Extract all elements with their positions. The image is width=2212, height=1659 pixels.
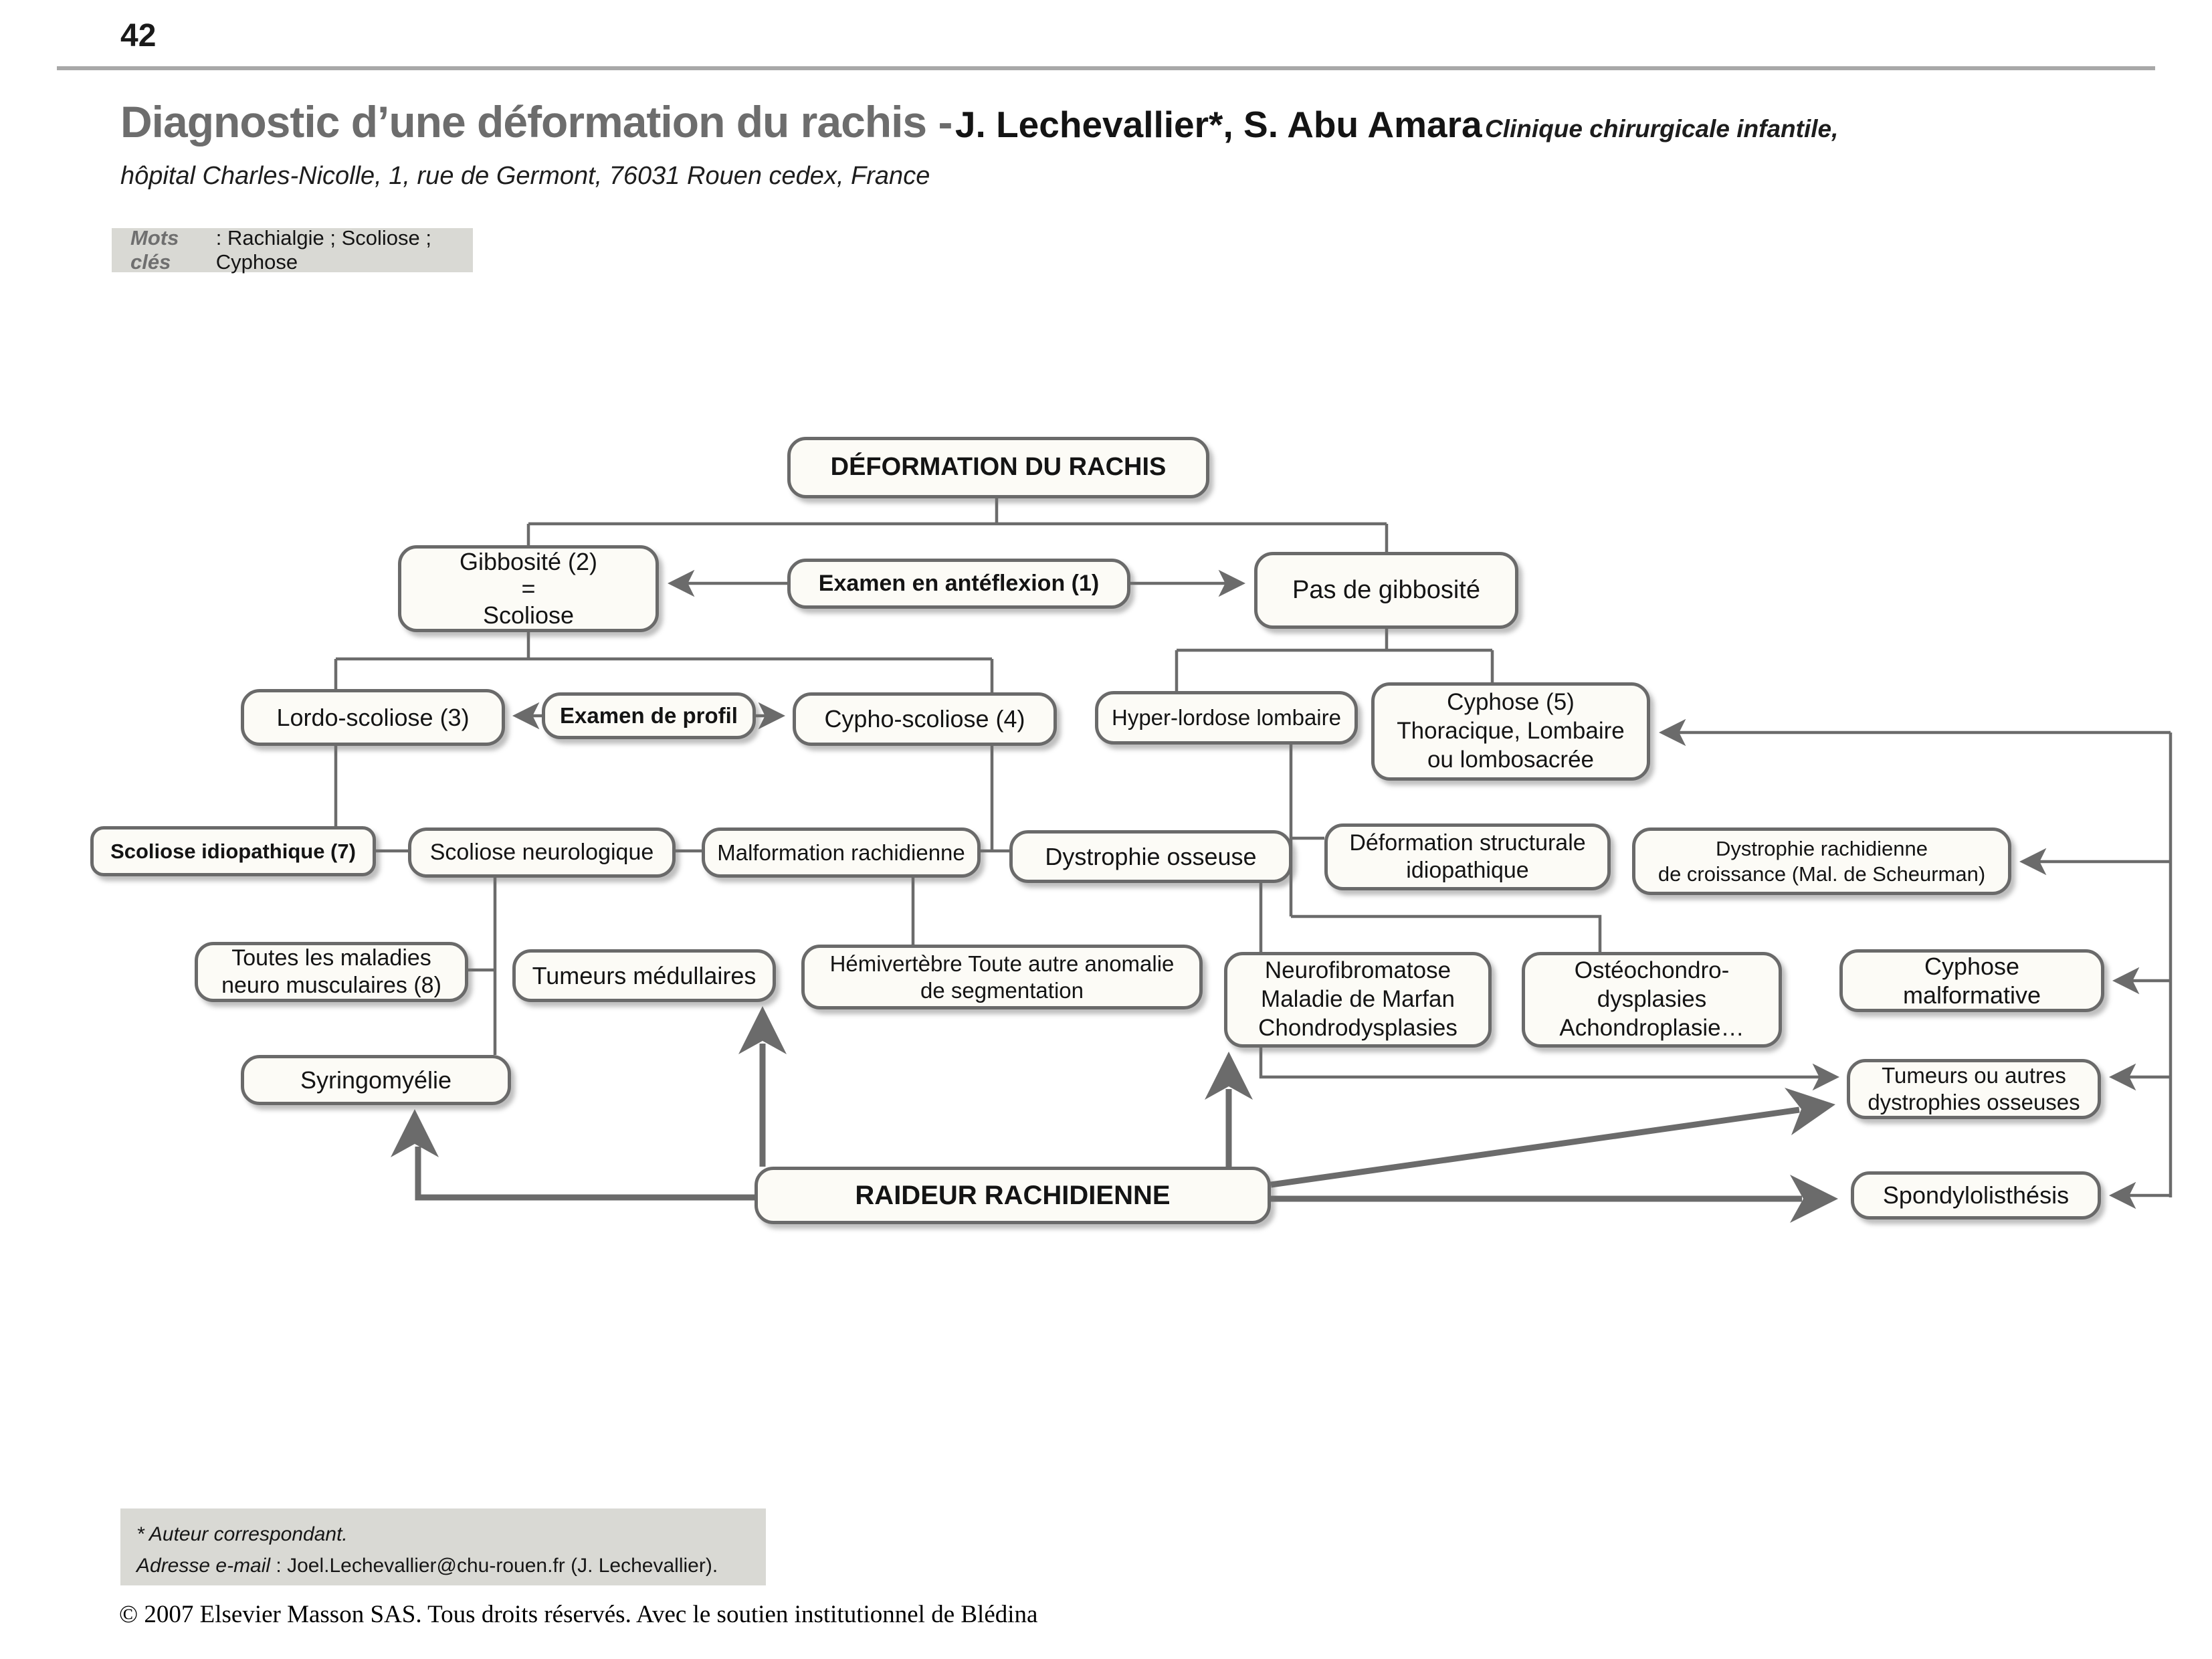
- node-text: Ostéochondro-: [1574, 957, 1730, 984]
- node-text: Lordo-scoliose (3): [276, 703, 470, 731]
- node-text: neuro musculaires (8): [221, 973, 441, 998]
- node-text: Déformation structurale: [1349, 830, 1586, 856]
- node-scoliose-neurologique: Scoliose neurologique: [408, 827, 676, 878]
- node-gibbosite-scoliose: Gibbosité (2) = Scoliose: [398, 545, 659, 632]
- article-affiliation-line2: hôpital Charles-Nicolle, 1, rue de Germo…: [120, 162, 930, 190]
- node-text: Chondrodysplasies: [1258, 1014, 1457, 1041]
- node-text: malformative: [1902, 981, 2041, 1009]
- node-text: Cyphose (5): [1447, 689, 1575, 716]
- node-text: dysplasies: [1597, 986, 1707, 1013]
- node-text: dystrophies osseuses: [1868, 1090, 2080, 1114]
- node-text: Neurofibromatose: [1264, 957, 1451, 984]
- node-malformation-rachidienne: Malformation rachidienne: [702, 827, 981, 878]
- node-text: Cyphose: [1924, 952, 2020, 980]
- node-text: Scoliose neurologique: [429, 840, 654, 866]
- keywords-label: Mots clés: [130, 226, 179, 274]
- node-text: Scoliose idiopathique (7): [110, 839, 356, 863]
- node-text: Thoracique, Lombaire: [1397, 718, 1625, 745]
- article-affiliation-inline: Clinique chirurgicale infantile,: [1485, 115, 1839, 142]
- node-raideur-rachidienne: RAIDEUR RACHIDIENNE: [755, 1167, 1271, 1224]
- node-tumeurs-medullaires: Tumeurs médullaires: [512, 949, 776, 1002]
- node-syringomyelie: Syringomyélie: [241, 1055, 511, 1105]
- node-text: Dystrophie osseuse: [1045, 842, 1257, 870]
- article-title-main: Diagnostic d’une déformation du rachis -: [120, 97, 952, 147]
- page-number: 42: [120, 18, 157, 54]
- node-hemivertebre-anomalie-segmentation: Hémivertèbre Toute autre anomalie de seg…: [801, 945, 1203, 1009]
- node-examen-anteflexion: Examen en antéflexion (1): [787, 559, 1130, 609]
- node-text: ou lombosacrée: [1427, 746, 1595, 773]
- node-text: Dystrophie rachidienne: [1715, 837, 1928, 861]
- article-authors: J. Lechevallier*, S. Abu Amara: [954, 104, 1482, 145]
- node-text: DÉFORMATION DU RACHIS: [830, 453, 1167, 482]
- node-text: =: [521, 574, 536, 602]
- node-text: Tumeurs médullaires: [532, 961, 757, 989]
- node-text: RAIDEUR RACHIDIENNE: [855, 1181, 1171, 1210]
- node-text: Examen en antéflexion (1): [818, 571, 1100, 597]
- node-spondylolisthesis: Spondylolisthésis: [1851, 1171, 2101, 1219]
- arrowhead: [1790, 1175, 1838, 1223]
- node-text: Spondylolisthésis: [1882, 1181, 2070, 1209]
- keywords-value: : Rachialgie ; Scoliose ; Cyphose: [215, 226, 431, 274]
- node-text: Tumeurs ou autres: [1882, 1063, 2066, 1088]
- node-hyper-lordose-lombaire: Hyper-lordose lombaire: [1095, 691, 1358, 745]
- arrowhead: [738, 1006, 787, 1054]
- node-text: Cypho-scoliose (4): [824, 705, 1025, 733]
- thick-lines: [415, 1044, 1802, 1202]
- footnote-line2: Adresse e-mail : Joel.Lechevallier@chu-r…: [136, 1551, 766, 1582]
- arrowheads: [391, 1006, 1838, 1223]
- email-label: Adresse e-mail: [136, 1554, 271, 1577]
- node-neurofibromatose-marfan-chondrodysplasies: Neurofibromatose Maladie de Marfan Chond…: [1224, 952, 1492, 1048]
- node-maladies-neuromusculaires: Toutes les maladies neuro musculaires (8…: [195, 942, 468, 1002]
- node-text: idiopathique: [1406, 858, 1529, 883]
- node-deformation-du-rachis: DÉFORMATION DU RACHIS: [787, 437, 1209, 498]
- node-lordo-scoliose: Lordo-scoliose (3): [241, 689, 505, 746]
- correspondent-footnote: * Auteur correspondant. Adresse e-mail :…: [120, 1508, 766, 1585]
- header-rule: [57, 66, 2155, 70]
- footnote-line1: * Auteur correspondant.: [136, 1523, 348, 1545]
- arrowhead: [1785, 1088, 1835, 1135]
- node-cyphose-5: Cyphose (5) Thoracique, Lombaire ou lomb…: [1371, 682, 1650, 781]
- node-cyphose-malformative: Cyphose malformative: [1839, 949, 2104, 1012]
- node-dystrophie-rachidienne-croissance: Dystrophie rachidienne de croissance (Ma…: [1632, 827, 2011, 895]
- node-text: Achondroplasie…: [1559, 1014, 1744, 1041]
- node-text: Malformation rachidienne: [717, 840, 965, 865]
- node-text: Pas de gibbosité: [1292, 575, 1480, 604]
- node-text: Hémivertèbre Toute autre anomalie: [829, 951, 1175, 976]
- node-text: Scoliose: [482, 601, 575, 629]
- node-dystrophie-osseuse: Dystrophie osseuse: [1009, 830, 1292, 883]
- article-title: Diagnostic d’une déformation du rachis -…: [120, 97, 2160, 147]
- node-text: de croissance (Mal. de Scheurman): [1657, 862, 1986, 886]
- node-tumeurs-ou-autres-dystrophies: Tumeurs ou autres dystrophies osseuses: [1847, 1059, 2101, 1119]
- node-cypho-scoliose: Cypho-scoliose (4): [793, 692, 1057, 746]
- node-text: Toutes les maladies: [231, 945, 431, 971]
- email-value: : Joel.Lechevallier@chu-rouen.fr (J. Lec…: [270, 1554, 718, 1577]
- node-text: Syringomyélie: [300, 1066, 452, 1094]
- node-deformation-structurale-idiopathique: Déformation structurale idiopathique: [1324, 823, 1611, 890]
- node-text: de segmentation: [920, 977, 1084, 1003]
- node-text: Gibbosité (2): [459, 547, 598, 575]
- node-pas-de-gibbosite: Pas de gibbosité: [1254, 552, 1518, 629]
- node-examen-de-profil: Examen de profil: [542, 692, 756, 739]
- copyright-line: © 2007 Elsevier Masson SAS. Tous droits …: [119, 1601, 1038, 1628]
- arrowhead: [391, 1109, 439, 1157]
- thin-lines: [334, 498, 2173, 1209]
- node-text: Maladie de Marfan: [1261, 986, 1455, 1013]
- node-text: Hyper-lordose lombaire: [1112, 705, 1341, 730]
- arrowhead: [1205, 1052, 1253, 1100]
- keywords-box: Mots clés : Rachialgie ; Scoliose ; Cyph…: [112, 226, 473, 274]
- node-osteochondrodysplasies: Ostéochondro- dysplasies Achondroplasie…: [1522, 952, 1782, 1048]
- node-text: Examen de profil: [560, 703, 738, 728]
- node-scoliose-idiopathique: Scoliose idiopathique (7): [90, 826, 376, 876]
